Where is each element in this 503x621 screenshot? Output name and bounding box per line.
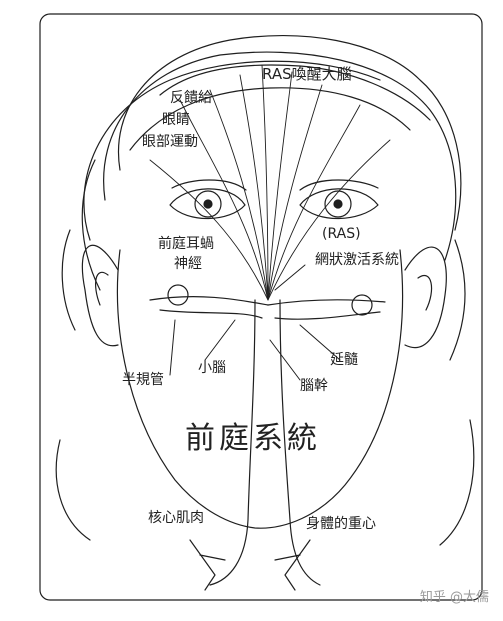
label-eyes: 眼睛 [162,112,190,128]
label-reticular: 網狀激活系統 [315,252,399,268]
ras-fibers [149,64,391,301]
label-center-of-gravity: 身體的重心 [306,516,376,532]
label-core-muscles: 核心肌肉 [148,510,204,526]
label-cerebellum: 小腦 [198,360,226,376]
page-frame [39,13,483,601]
vestibular-pathways [149,284,386,320]
right-ear [404,246,447,349]
diagram-title: 前庭系統 [185,421,321,456]
label-semicircular: 半規管 [122,372,164,388]
hair-lines [61,34,466,361]
right-eye [299,179,379,220]
label-ras: (RAS) [322,226,361,242]
brainstem-column [209,299,321,586]
watermark: 知乎 @大儒 [419,590,489,605]
face-outline [55,249,475,546]
label-vestibular-nerve-1: 前庭耳蝸 [158,236,214,252]
left-ear [81,244,119,347]
label-eye-movement: 眼部運動 [142,134,198,150]
feet-base [189,539,311,591]
label-ras-wake: RAS喚醒大腦 [262,65,352,83]
label-feedback: 反饋給 [170,90,212,106]
label-arrows [169,264,341,381]
label-vestibular-nerve-2: 神經 [174,256,202,272]
label-brainstem: 腦幹 [300,378,328,394]
left-eye [169,179,247,220]
label-medulla: 延髓 [330,352,358,368]
